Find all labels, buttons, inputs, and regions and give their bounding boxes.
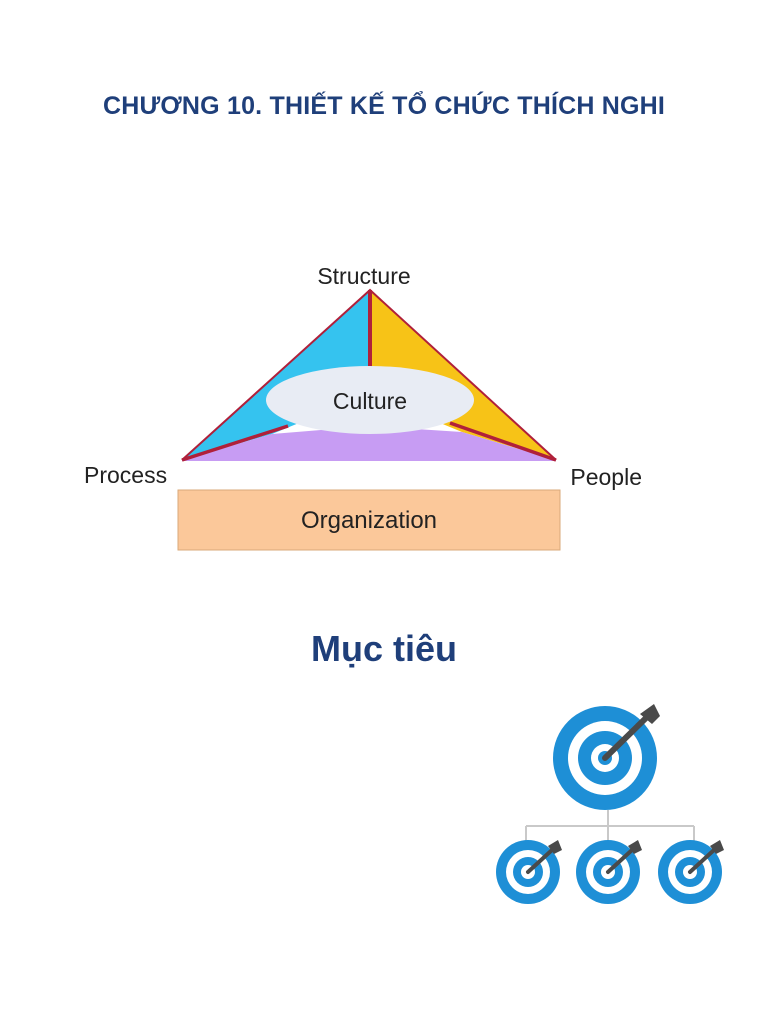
sub-target-icon-right [658, 840, 724, 904]
organization-base [177, 489, 561, 551]
culture-label: Culture [333, 388, 407, 414]
inner-edge-left [181, 424, 289, 462]
bottom-face [182, 426, 556, 460]
organization-triangle-diagram: Culture Structure Process People Organiz… [78, 258, 658, 558]
culture-ellipse [266, 366, 474, 434]
target-hierarchy-icon [490, 700, 730, 910]
chapter-title: CHƯƠNG 10. THIẾT KẾ TỔ CHỨC THÍCH NGHI [102, 92, 666, 120]
organization-label: Organization [301, 507, 437, 534]
section-heading: Mục tiêu [310, 628, 457, 669]
connector-lines [525, 810, 695, 842]
structure-label: Structure [317, 263, 410, 289]
people-label: People [570, 464, 642, 490]
main-target-icon [553, 704, 660, 810]
inner-edge-right [449, 421, 557, 462]
process-label: Process [84, 462, 167, 488]
sub-target-icon-middle [576, 840, 642, 904]
sub-target-icon-left [496, 840, 562, 904]
